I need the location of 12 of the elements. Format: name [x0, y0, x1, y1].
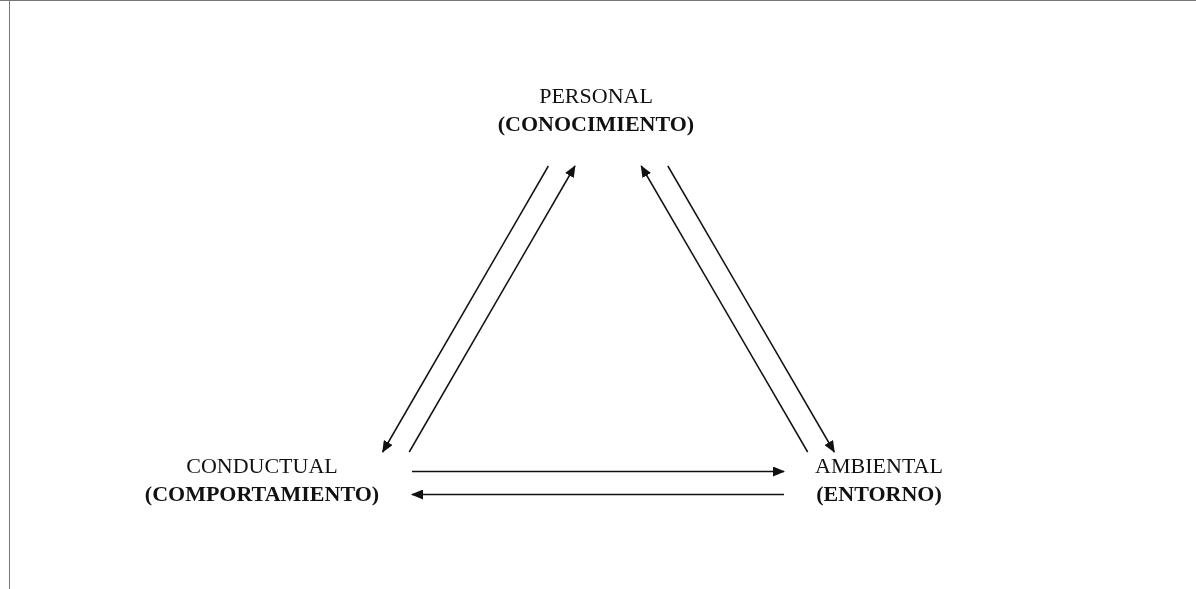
- node-subtitle: (ENTORNO): [815, 480, 943, 508]
- arrow: [381, 165, 550, 453]
- arrow: [411, 466, 785, 477]
- node-title: CONDUCTUAL: [185, 452, 339, 480]
- arrow: [667, 165, 835, 453]
- node-title: PERSONAL: [538, 82, 654, 110]
- arrow: [640, 165, 809, 453]
- node-subtitle: (COMPORTAMIENTO): [143, 480, 381, 508]
- arrow: [411, 489, 785, 500]
- arrow: [408, 165, 576, 453]
- node-subtitle: (CONOCIMIENTO): [496, 110, 696, 138]
- node-title: AMBIENTAL: [814, 452, 944, 480]
